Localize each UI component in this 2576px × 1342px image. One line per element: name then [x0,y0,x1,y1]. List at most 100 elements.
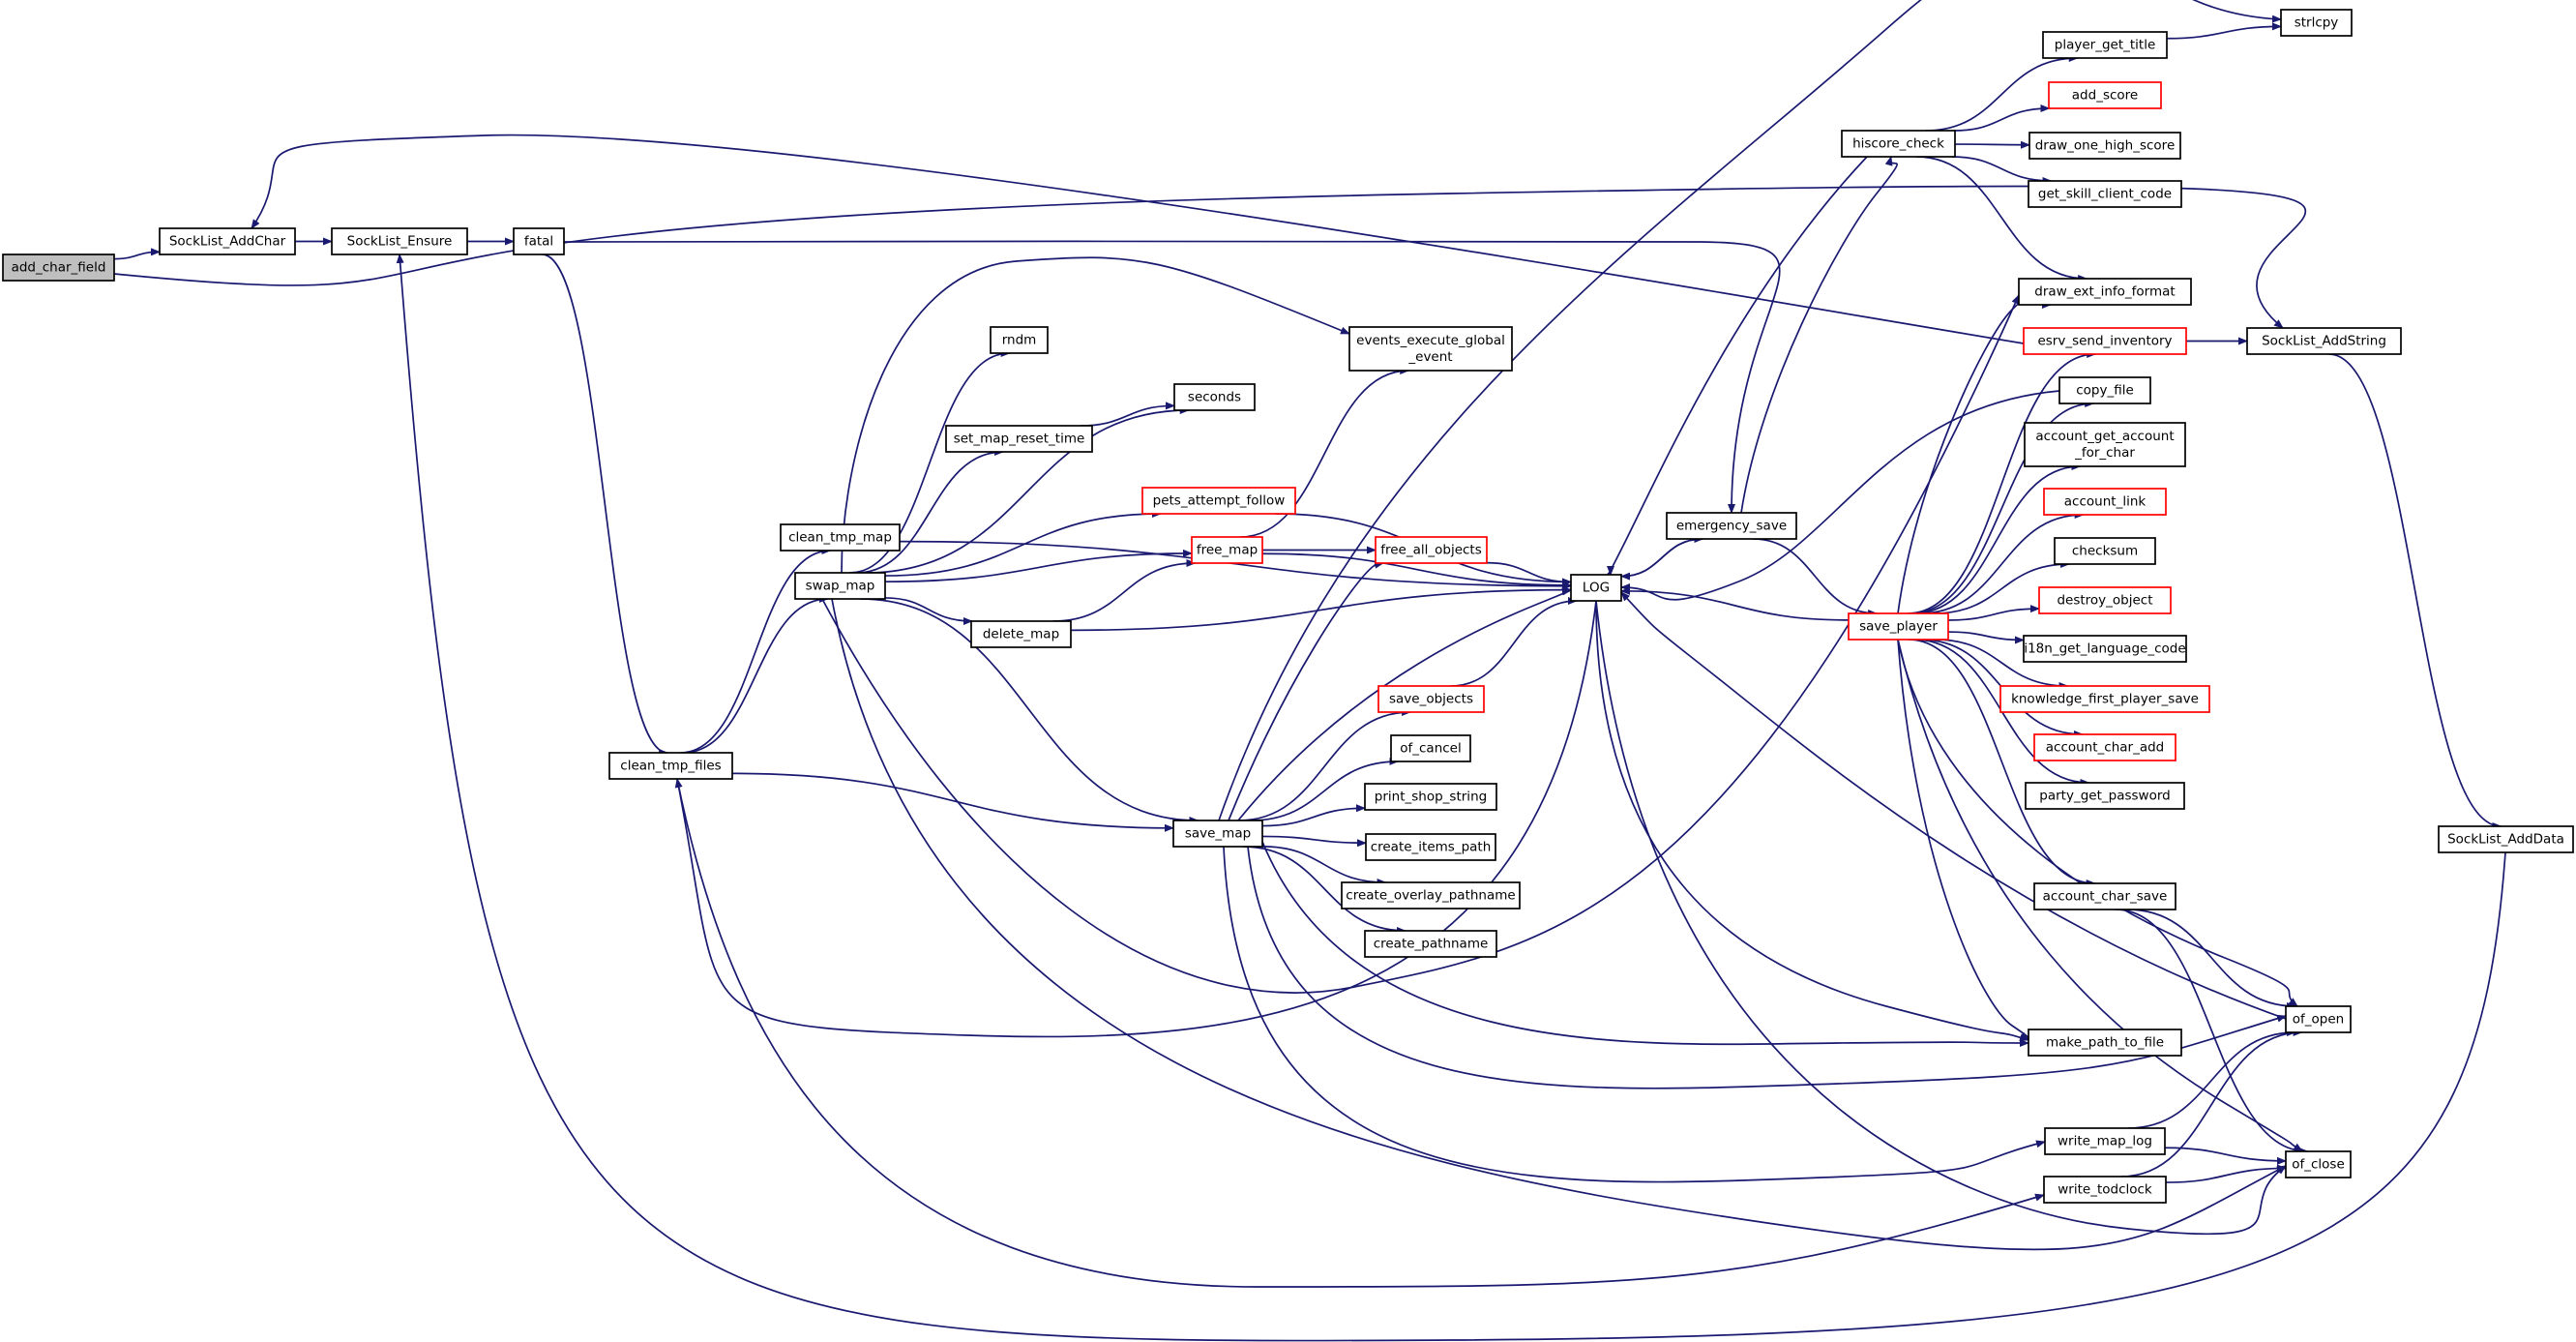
node-destroy_object[interactable]: destroy_object [2038,586,2172,614]
node-box [2028,132,2181,160]
edge-emergency_save-to-LOG [1620,538,1703,581]
node-box [945,425,1093,453]
node-label: account_link [2064,494,2147,510]
node-seconds[interactable]: seconds [1173,383,1256,411]
node-label: account_get_account [2035,429,2174,444]
node-account_link[interactable]: account_link [2043,488,2167,516]
node-copy_file[interactable]: copy_file [2058,376,2151,404]
node-SockList_Ensure[interactable]: SockList_Ensure [331,227,468,255]
node-label: save_objects [1389,692,1473,707]
node-clean_tmp_files[interactable]: clean_tmp_files [608,752,733,780]
edge-swap_map-to-seconds [866,406,1190,574]
node-label: of_open [2293,1012,2344,1028]
node-clean_tmp_map[interactable]: clean_tmp_map [780,523,901,552]
node-label: free_map [1197,543,1258,558]
node-label: create_overlay_pathname [1346,888,1515,904]
node-add_score[interactable]: add_score [2048,81,2162,109]
node-create_pathname[interactable]: create_pathname [1364,930,1497,958]
node-strlcpy[interactable]: strlcpy [2280,9,2353,37]
node-save_player[interactable]: save_player [1848,612,1949,641]
node-free_all_objects[interactable]: free_all_objects [1375,536,1488,564]
node-label: swap_map [806,579,875,594]
node-label: clean_tmp_files [620,759,721,774]
node-make_path_to_file[interactable]: make_path_to_file [2028,1029,2182,1057]
node-create_overlay_pathname[interactable]: create_overlay_pathname [1341,881,1521,910]
node-of_close[interactable]: of_close [2285,1150,2352,1178]
node-label: _event [1407,349,1452,365]
node-knowledge_first_player_save[interactable]: knowledge_first_player_save [1999,685,2210,713]
node-i18n_get_language_code[interactable]: i18n_get_language_code [2023,635,2187,663]
node-emergency_save[interactable]: emergency_save [1666,512,1797,540]
node-draw_one_high_score[interactable]: draw_one_high_score [2028,132,2181,160]
node-account_char_save[interactable]: account_char_save [2033,882,2176,910]
node-swap_map[interactable]: swap_map [794,572,886,600]
node-pets_attempt_follow[interactable]: pets_attempt_follow [1141,487,1296,515]
node-draw_ext_info_format[interactable]: draw_ext_info_format [2018,278,2192,306]
node-of_cancel[interactable]: of_cancel [1390,734,1471,762]
edge-write_map_log-to-of_open [2127,1029,2296,1129]
node-box [1377,685,1485,713]
node-box [1390,734,1471,762]
node-create_items_path[interactable]: create_items_path [1365,833,1496,861]
node-box [1172,820,1263,848]
edge-save_map-to-strlcpy [1218,0,2282,821]
node-SockList_AddChar[interactable]: SockList_AddChar [159,227,296,255]
node-get_skill_client_code[interactable]: get_skill_client_code [2028,180,2182,208]
edge-account_char_save-to-of_close [2115,909,2309,1155]
edge-emergency_save-to-hiscore_check [1740,156,1898,514]
node-LOG[interactable]: LOG [1570,574,1622,602]
node-events_execute_global_event[interactable]: events_execute_global_event [1348,326,1513,372]
node-save_map[interactable]: save_map [1172,820,1263,848]
node-box [1570,574,1622,602]
edge-write_todclock-to-of_close [2165,1164,2287,1183]
edge-save_player-to-checksum [1934,560,2071,614]
node-write_map_log[interactable]: write_map_log [2044,1127,2166,1155]
node-SockList_AddData[interactable]: SockList_AddData [2438,825,2574,853]
edge-fatal-to-emergency_save [563,240,1781,514]
node-party_get_password[interactable]: party_get_password [2025,782,2185,810]
node-account_get_account_for_char[interactable]: account_get_account_for_char [2024,422,2186,467]
edge-free_map-to-LOG [1261,552,1572,589]
node-label: print_shop_string [1375,790,1487,805]
edge-swap_map-to-rndm [849,349,1011,574]
edge-add_char_field-to-SockList_AddString [113,185,2307,329]
node-print_shop_string[interactable]: print_shop_string [1364,783,1497,811]
edge-fatal-to-clean_tmp_files [542,253,669,757]
node-save_objects[interactable]: save_objects [1377,685,1485,713]
node-account_char_add[interactable]: account_char_add [2033,733,2176,761]
node-box [1999,685,2210,713]
edge-hiscore_check-to-draw_one_high_score [1954,140,2030,149]
node-player_get_title[interactable]: player_get_title [2042,31,2168,59]
node-free_map[interactable]: free_map [1191,536,1263,564]
node-fatal[interactable]: fatal [513,227,565,255]
edge-SockList_AddString-to-SockList_AddData [2328,353,2502,830]
edge-save_map-to-print_shop_string [1261,804,1366,827]
node-rndm[interactable]: rndm [990,326,1049,354]
node-label: delete_map [983,627,1059,642]
edge-save_player-to-knowledge_first_player_save [1935,639,2069,690]
node-box [794,572,886,600]
node-box [1141,487,1296,515]
node-label: emergency_save [1676,519,1787,534]
node-label: events_execute_global [1356,333,1505,348]
node-label: create_pathname [1374,937,1489,952]
node-write_todclock[interactable]: write_todclock [2043,1176,2167,1204]
node-checksum[interactable]: checksum [2054,537,2156,565]
node-label: draw_ext_info_format [2034,284,2175,300]
node-label: hiscore_check [1852,136,1944,152]
edge-hiscore_check-to-draw_ext_info_format [1916,156,2088,283]
node-hiscore_check[interactable]: hiscore_check [1841,130,1956,158]
edge-player_get_title-to-strlcpy [2166,22,2282,40]
edge-save_player-to-copy_file [1910,400,2095,614]
node-of_open[interactable]: of_open [2285,1005,2352,1033]
node-SockList_AddString[interactable]: SockList_AddString [2246,327,2402,355]
node-box [1848,612,1949,641]
node-esrv_send_inventory[interactable]: esrv_send_inventory [2023,327,2187,355]
edge-save_player-to-LOG [1620,586,1850,621]
edge-swap_map-to-pets_attempt_follow [884,510,1162,577]
node-add_char_field: add_char_field [2,253,115,282]
node-box [2043,1176,2167,1204]
node-delete_map[interactable]: delete_map [970,620,1072,648]
node-set_map_reset_time[interactable]: set_map_reset_time [945,425,1093,453]
node-box [1841,130,1956,158]
